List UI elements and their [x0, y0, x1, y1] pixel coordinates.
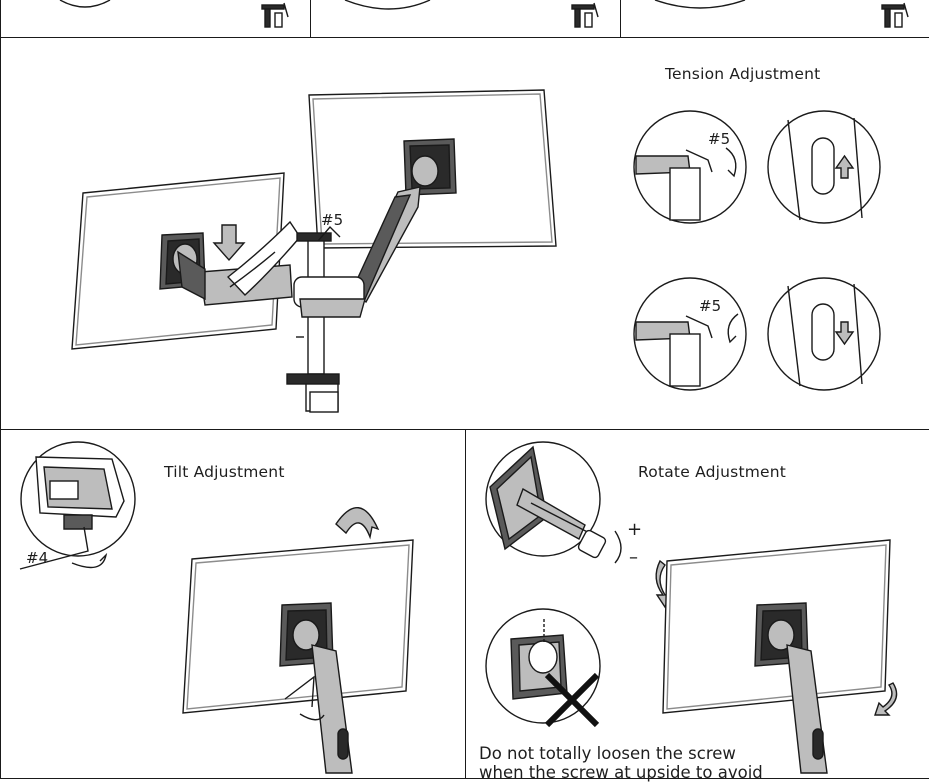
tilt-illustration — [19, 441, 414, 774]
push-down-arrow — [212, 224, 246, 262]
rotate-minus-sign: – — [629, 547, 638, 568]
top-strip-drawings — [59, 0, 909, 28]
tension-decrease-tool-label: #5 — [699, 297, 722, 315]
do-not-icon — [544, 672, 600, 728]
rotate-arrow-right — [874, 682, 898, 716]
tension-detail-illustrations — [633, 110, 881, 391]
tension-down-arrow — [834, 321, 855, 346]
clamp-icon — [261, 2, 289, 28]
clamp-icon — [571, 2, 599, 28]
tension-increase-tool-label: #5 — [708, 130, 731, 148]
rotate-plus-sign: + — [627, 519, 643, 540]
dual-monitor-arm-illustration — [71, 89, 557, 413]
tilt-rotate-arrow — [335, 507, 380, 540]
clamp-icon — [881, 2, 909, 28]
tilt-adjustment-title: Tilt Adjustment — [164, 463, 285, 481]
top-step-cell-2 — [310, 0, 621, 38]
rotate-illustration — [485, 441, 898, 774]
tension-adjustment-title: Tension Adjustment — [665, 65, 821, 83]
rotate-adjustment-title: Rotate Adjustment — [638, 463, 787, 481]
top-step-cell-1 — [0, 0, 311, 38]
rotate-warning-line-1: Do not totally loosen the screw — [479, 744, 736, 763]
install-tool-label: #5 — [321, 211, 344, 229]
tilt-tool-label: #4 — [26, 549, 49, 567]
tension-up-arrow — [834, 154, 855, 179]
